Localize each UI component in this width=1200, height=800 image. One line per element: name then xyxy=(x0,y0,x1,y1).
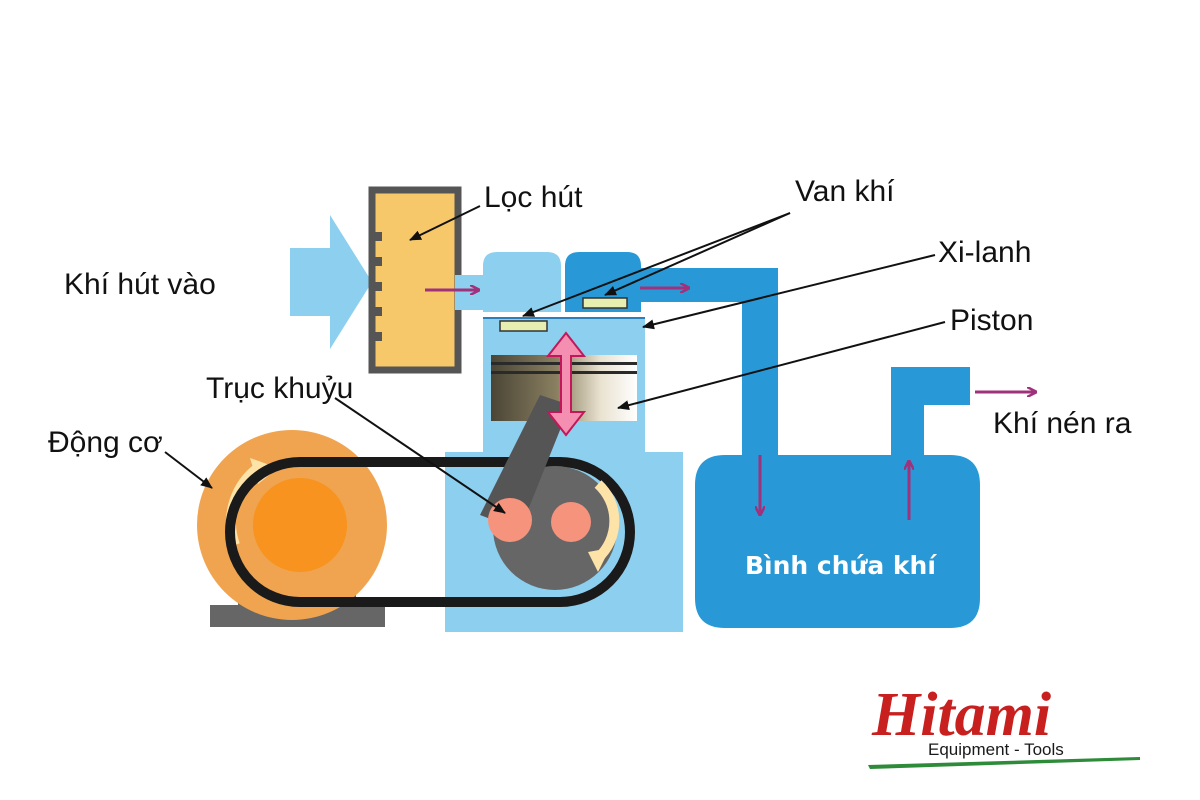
leader-line xyxy=(409,205,481,241)
hitami-logo: Hitami Equipment - Tools xyxy=(868,681,1140,769)
intake-arrow-icon xyxy=(290,215,372,349)
inlet-chamber xyxy=(483,252,561,312)
outlet-valve xyxy=(582,297,628,309)
label-cylinder: Xi-lanh xyxy=(938,236,1031,269)
crankshaft xyxy=(480,395,620,590)
logo-swoosh xyxy=(868,757,1140,769)
inlet-valve xyxy=(499,320,548,332)
leader-line xyxy=(604,212,791,296)
logo-tagline: Equipment - Tools xyxy=(928,740,1064,759)
drive-belt xyxy=(225,457,635,607)
outlet-pipe xyxy=(635,268,778,500)
intake-filter xyxy=(368,186,462,374)
label-motor: Động cơ xyxy=(48,426,163,459)
leader-line xyxy=(522,212,791,317)
label-valve: Van khí xyxy=(795,175,895,208)
label-intake-filter: Lọc hút xyxy=(484,181,583,214)
leader-line xyxy=(617,321,946,411)
label-intake-air: Khí hút vào xyxy=(64,268,216,301)
double-arrow-icon xyxy=(545,331,587,437)
leader-line xyxy=(642,254,936,330)
leader-line xyxy=(334,397,506,514)
leader-line xyxy=(164,451,213,489)
label-air-tank: Bình chứa khí xyxy=(745,551,937,580)
label-piston: Piston xyxy=(950,304,1033,337)
label-crankshaft: Trục khuỷu xyxy=(206,372,353,405)
outlet-chamber xyxy=(565,252,641,312)
label-compressed-air-out: Khí nén ra xyxy=(993,407,1132,440)
logo-brand: Hitami xyxy=(871,681,1051,749)
air-tank xyxy=(695,367,980,628)
